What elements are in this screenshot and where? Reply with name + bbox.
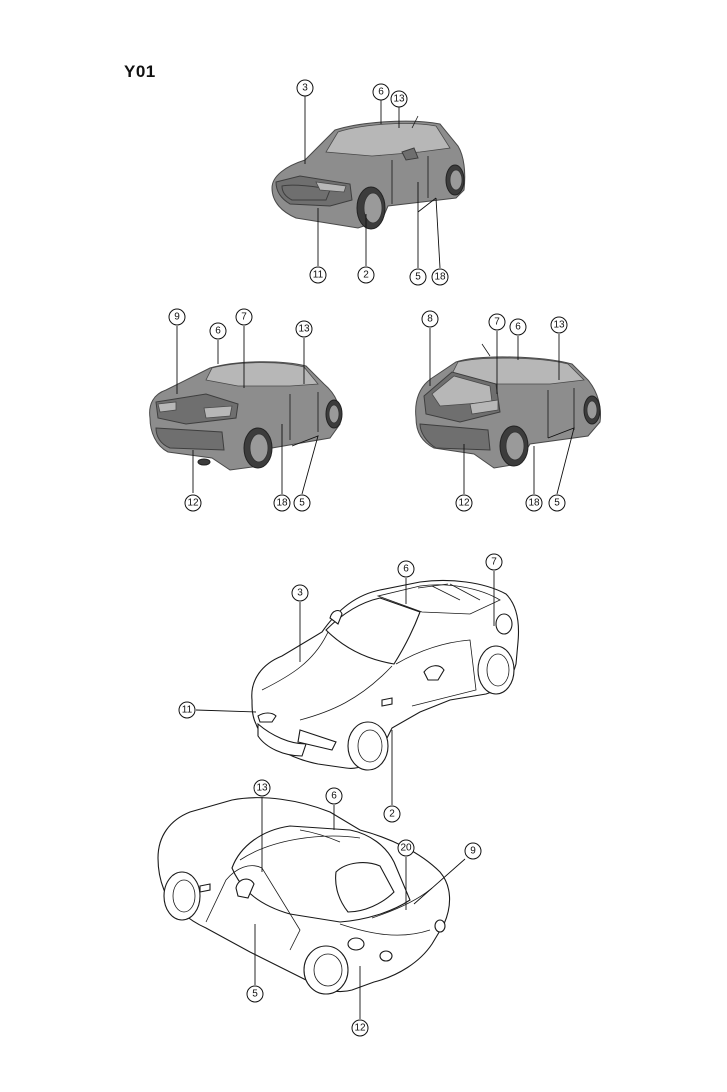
svg-text:5: 5 (415, 272, 421, 283)
callout-v5-9: 9 (464, 842, 482, 860)
svg-text:18: 18 (434, 272, 446, 283)
svg-text:9: 9 (470, 846, 476, 857)
svg-text:6: 6 (378, 87, 384, 98)
svg-text:13: 13 (393, 94, 405, 105)
callout-v2-18: 18 (273, 494, 291, 512)
callout-v4-6: 6 (397, 560, 415, 578)
callout-v5-5: 5 (246, 985, 264, 1003)
callout-v4-2: 2 (383, 805, 401, 823)
svg-text:5: 5 (554, 498, 560, 509)
svg-text:11: 11 (313, 270, 324, 281)
svg-text:11: 11 (182, 705, 193, 716)
svg-text:7: 7 (494, 317, 500, 328)
callout-v4-11: 11 (178, 701, 196, 719)
svg-text:3: 3 (297, 588, 303, 599)
svg-text:5: 5 (252, 989, 258, 1000)
callout-v3-18: 18 (525, 494, 543, 512)
callout-v5-13: 13 (253, 779, 271, 797)
callout-v1-2: 2 (357, 266, 375, 284)
callout-v1-11: 11 (309, 266, 327, 284)
svg-text:6: 6 (215, 326, 221, 337)
svg-text:6: 6 (515, 322, 521, 333)
callout-v3-7: 7 (488, 313, 506, 331)
hatchback-front-view (271, 115, 466, 230)
hatchback-rear-view (415, 343, 601, 469)
callouts: 3 6 13 11 2 5 18 9 6 7 13 12 18 5 8 7 6 … (168, 79, 568, 1037)
callout-v3-8: 8 (421, 310, 439, 328)
callout-v5-12: 12 (351, 1019, 369, 1037)
svg-text:13: 13 (256, 783, 268, 794)
callout-v5-6: 6 (325, 787, 343, 805)
callout-v2-6: 6 (209, 322, 227, 340)
callout-v4-3: 3 (291, 584, 309, 602)
svg-text:2: 2 (389, 809, 395, 820)
svg-text:7: 7 (241, 312, 247, 323)
sedan-rear-view (149, 361, 343, 471)
svg-text:18: 18 (528, 498, 540, 509)
callout-v1-6: 6 (372, 83, 390, 101)
svg-text:12: 12 (354, 1023, 366, 1034)
svg-text:3: 3 (302, 83, 308, 94)
roadster-rear-view (157, 797, 451, 995)
svg-text:13: 13 (298, 324, 310, 335)
callout-v2-5: 5 (293, 494, 311, 512)
svg-text:5: 5 (299, 498, 305, 509)
callout-v3-5: 5 (548, 494, 566, 512)
callout-v4-7: 7 (485, 553, 503, 571)
callout-v1-18: 18 (431, 268, 449, 286)
svg-text:6: 6 (331, 791, 337, 802)
page-title: Y01 (124, 62, 156, 81)
svg-text:12: 12 (187, 498, 199, 509)
callout-v1-5: 5 (409, 268, 427, 286)
svg-text:2: 2 (363, 270, 369, 281)
svg-text:8: 8 (427, 314, 433, 325)
callout-v2-9: 9 (168, 308, 186, 326)
roadster-front-view (251, 580, 520, 771)
callout-v1-13: 13 (390, 90, 408, 108)
callout-v2-13: 13 (295, 320, 313, 338)
callout-v3-13: 13 (550, 316, 568, 334)
callout-v5-20: 20 (397, 839, 415, 857)
svg-text:13: 13 (553, 320, 565, 331)
svg-text:20: 20 (400, 843, 412, 854)
callout-v2-7: 7 (235, 308, 253, 326)
svg-text:9: 9 (174, 312, 180, 323)
callout-v2-12: 12 (184, 494, 202, 512)
svg-text:6: 6 (403, 564, 409, 575)
callout-v1-3: 3 (296, 79, 314, 97)
callout-v3-12: 12 (455, 494, 473, 512)
callout-v3-6: 6 (509, 318, 527, 336)
svg-text:12: 12 (458, 498, 470, 509)
svg-text:7: 7 (491, 557, 497, 568)
svg-text:18: 18 (276, 498, 288, 509)
leader-lines (176, 96, 575, 1019)
